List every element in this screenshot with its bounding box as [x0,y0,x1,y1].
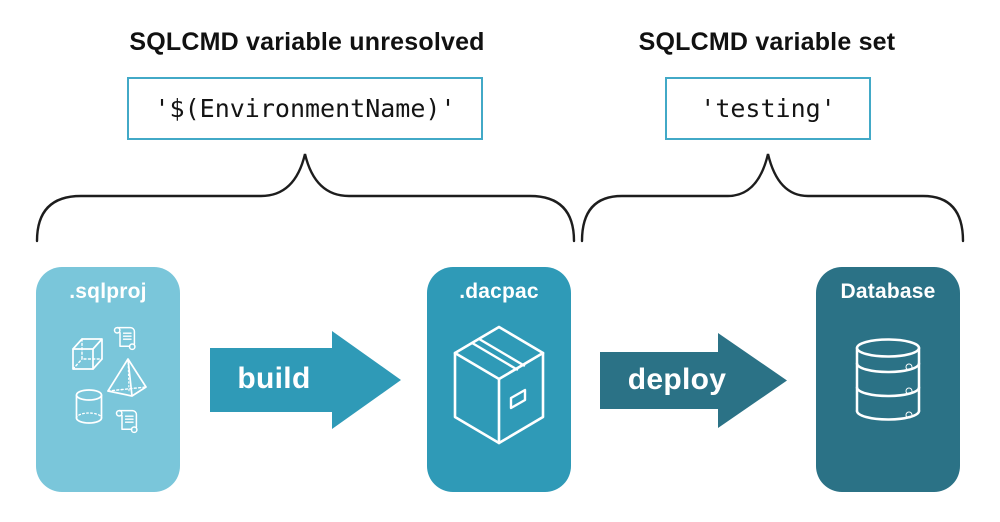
database-icon [855,338,921,421]
right-brace [580,153,965,243]
script-scroll-icon [115,409,138,434]
left-code-box: '$(EnvironmentName)' [127,77,483,140]
right-code-box: 'testing' [665,77,871,140]
package-box-icon [453,325,545,445]
left-code-text: '$(EnvironmentName)' [154,94,456,123]
database-dot [905,363,913,371]
build-arrow-label: build [237,362,311,395]
database-dot [905,411,913,419]
deploy-arrow-label: deploy [627,363,727,396]
deploy-arrow-shape [600,333,787,428]
right-code-text: 'testing' [700,94,836,123]
node-database: Database [816,267,960,492]
left-heading: SQLCMD variable unresolved [129,28,485,56]
node-database-label: Database [840,280,936,303]
node-sqlproj-label: .sqlproj [69,280,147,303]
cube-icon [72,338,103,370]
node-dacpac: .dacpac [427,267,571,492]
database-dot [905,387,913,395]
script-scroll-icon [113,326,136,351]
deploy-arrow [600,333,787,428]
right-heading: SQLCMD variable set [638,28,896,56]
build-arrow-shape [210,331,401,429]
node-sqlproj: .sqlproj [36,267,180,492]
pyramid-icon [107,358,147,397]
cylinder-icon [75,389,103,424]
left-brace [35,153,576,243]
node-dacpac-label: .dacpac [459,280,539,303]
build-arrow [210,331,401,429]
